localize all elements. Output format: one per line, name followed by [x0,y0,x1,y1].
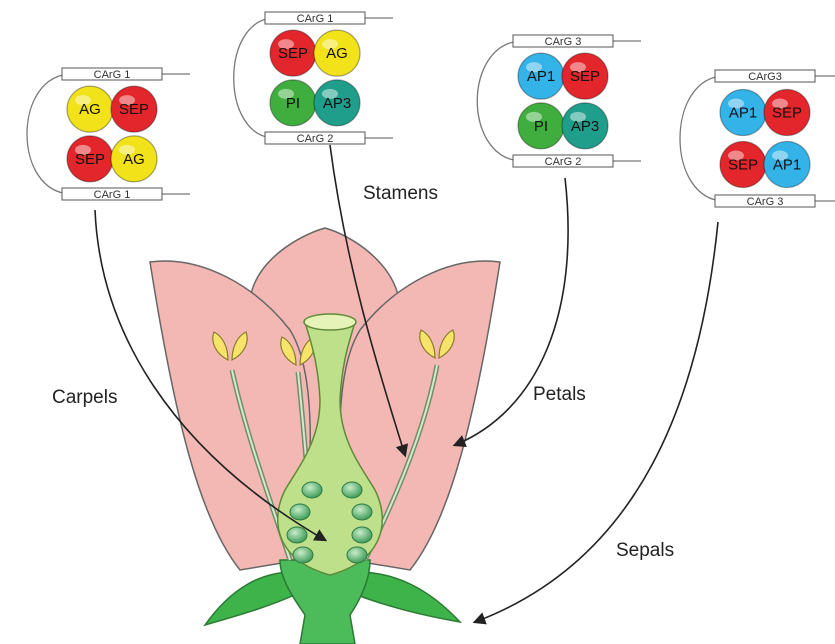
complex-stamens: CArG 1 CArG 2 SEP AG PI AP3 [234,12,393,145]
carg-box-bottom-label: CArG 2 [297,133,334,145]
protein-label: SEP [728,156,758,173]
ovule [302,482,322,498]
dna-loop [680,76,725,201]
carg-box-top-label: CArG 1 [94,69,131,81]
protein-label: SEP [75,151,105,168]
protein-label: AP3 [571,118,599,135]
carg-box-bottom-label: CArG 1 [94,189,131,201]
ovule [352,527,372,543]
carg-box-top-label: CArG3 [748,71,782,83]
protein-label: AG [123,151,145,168]
protein-label: SEP [772,105,802,122]
ovule [342,482,362,498]
dna-loop [27,74,72,194]
label-carpels: Carpels [52,387,117,408]
ovule [293,547,313,563]
complex-carpels: CArG 1 CArG 1 AG SEP SEP AG [27,68,190,201]
carg-box-top-label: CArG 3 [545,36,582,48]
ovule [352,504,372,520]
protein-label: PI [534,118,548,135]
protein-label: SEP [570,68,600,85]
tetramer-complexes: CArG 1 CArG 1 AG SEP SEP AG CArG 1 CArG 2 SEP AG P… [27,12,835,208]
label-sepals: Sepals [616,540,674,561]
carg-box-bottom-label: CArG 3 [747,196,784,208]
carg-box-bottom-label: CArG 2 [545,156,582,168]
arrow-sepals [475,222,718,622]
protein-label: SEP [278,45,308,62]
protein-label: AP1 [729,105,757,122]
protein-label: AG [79,101,101,118]
label-stamens: Stamens [363,183,438,204]
carg-box-top-label: CArG 1 [297,13,334,25]
dna-loop [477,41,523,161]
dna-loop [234,18,275,138]
flower-illustration [150,228,500,644]
ovule [287,527,307,543]
ovule [347,547,367,563]
protein-label: SEP [119,101,149,118]
ovule [290,504,310,520]
stigma [304,314,356,330]
protein-label: AP1 [527,68,555,85]
complex-petals: CArG 3 CArG 2 AP1 SEP PI AP3 [477,35,641,168]
protein-label: PI [286,95,300,112]
protein-label: AG [326,45,348,62]
protein-label: AP1 [773,156,801,173]
label-petals: Petals [533,384,586,405]
protein-label: AP3 [323,95,351,112]
